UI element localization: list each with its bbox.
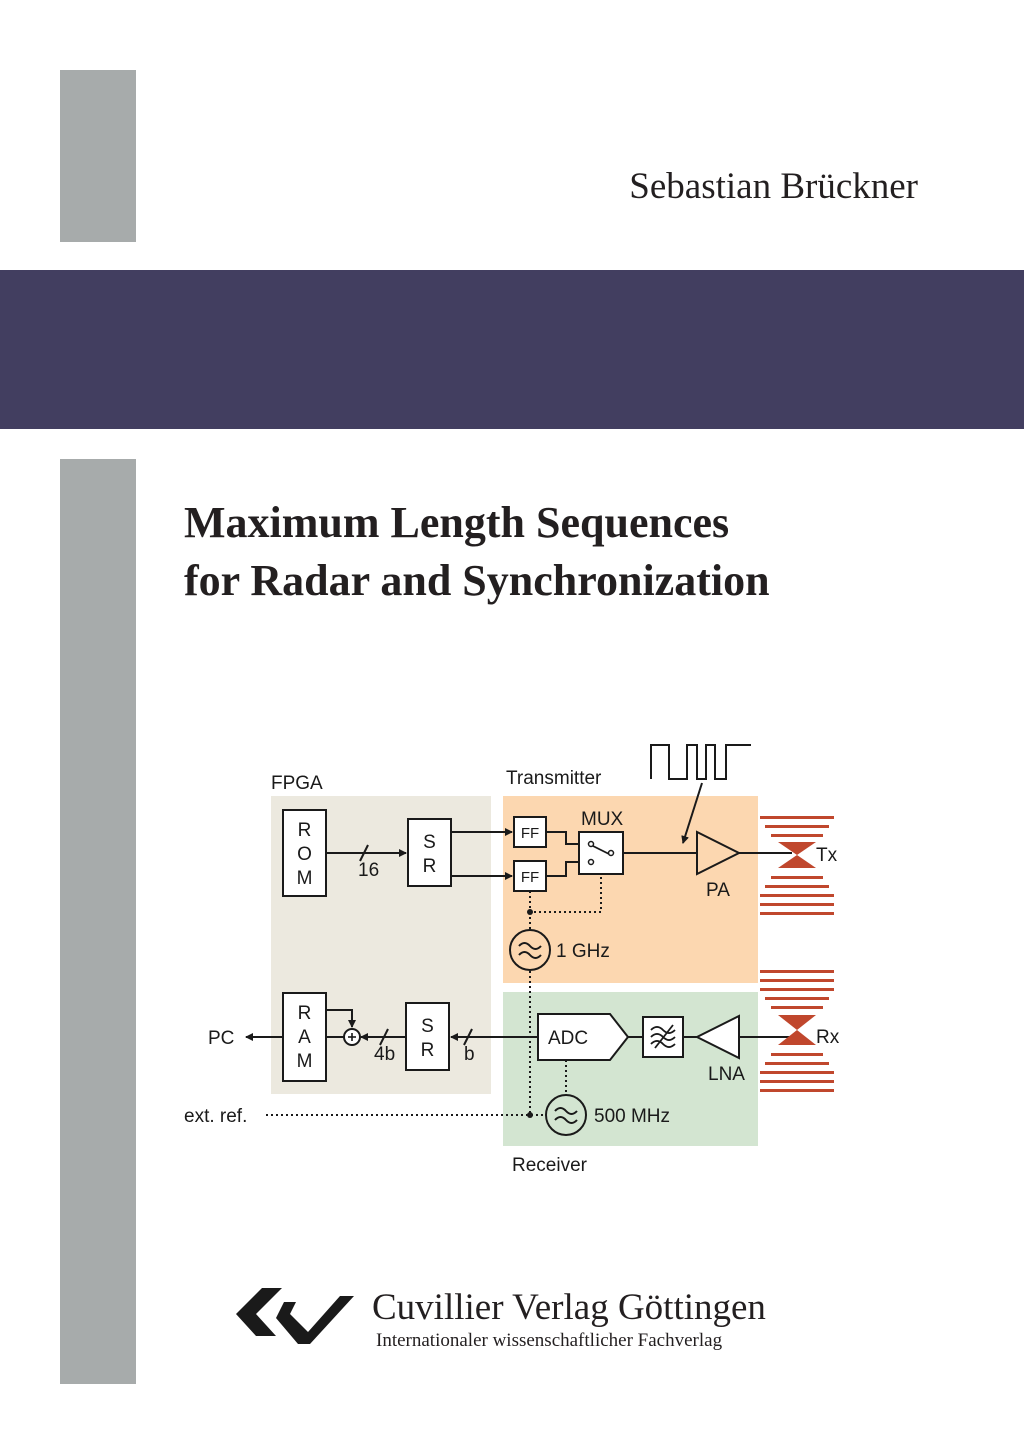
rom-block	[282, 809, 327, 897]
sr-rx-letter-s: S	[421, 1016, 434, 1037]
tx-label: Tx	[816, 845, 838, 866]
ram-block	[282, 992, 327, 1082]
waveform-arrow	[681, 782, 703, 844]
mux-block	[578, 831, 624, 875]
shift-register-tx	[407, 818, 452, 887]
ram-letter-r: R	[298, 1003, 312, 1024]
sr-tx-letter-s: S	[423, 832, 436, 853]
osc-1ghz-label: 1 GHz	[556, 941, 610, 962]
bus-width-4b: 4b	[374, 1044, 395, 1065]
oscillator-500mhz	[545, 1094, 587, 1136]
transmitter-label: Transmitter	[506, 768, 602, 789]
flip-flop-2	[513, 860, 547, 892]
publisher-name: Cuvillier Verlag Göttingen	[372, 1287, 766, 1328]
rx-antenna	[760, 970, 834, 1092]
ext-ref-label: ext. ref.	[184, 1106, 247, 1127]
ff1-label: FF	[521, 825, 539, 842]
ram-feedback-line	[326, 1009, 356, 1028]
rom-letter-r: R	[298, 820, 312, 841]
osc-500mhz-label: 500 MHz	[594, 1106, 670, 1127]
power-amplifier	[696, 830, 742, 876]
lna-label: LNA	[708, 1064, 745, 1085]
flip-flop-1	[513, 816, 547, 848]
adc-block	[537, 1013, 630, 1061]
shift-register-rx	[405, 1002, 450, 1071]
pa-label: PA	[706, 880, 730, 901]
author-name: Sebastian Brückner	[629, 166, 918, 207]
sr-tx-letter-r: R	[423, 856, 437, 877]
ff1-to-mux	[546, 831, 581, 845]
ff2-label: FF	[521, 869, 539, 886]
decorative-color-band	[0, 270, 1024, 429]
receiver-label: Receiver	[512, 1155, 588, 1176]
rom-letter-m: M	[297, 868, 313, 889]
ff2-to-mux	[546, 861, 581, 877]
bus-width-b: b	[464, 1044, 475, 1065]
tx-antenna	[760, 816, 834, 915]
ram-letter-m: M	[297, 1051, 313, 1072]
rx-label: Rx	[816, 1027, 840, 1048]
ram-letter-a: A	[298, 1027, 311, 1048]
rom-letter-o: O	[297, 844, 312, 865]
bus-slash-16	[359, 844, 369, 862]
title-line-2: for Radar and Synchronization	[184, 556, 770, 605]
title-line-1: Maximum Length Sequences	[184, 498, 730, 547]
decorative-gray-bar-side	[60, 459, 136, 1384]
sr-rx-letter-r: R	[421, 1040, 435, 1061]
book-title: Maximum Length Sequences for Radar and S…	[184, 494, 770, 610]
publisher-logo	[236, 1288, 354, 1344]
pc-label: PC	[208, 1028, 234, 1049]
bus-width-16: 16	[358, 860, 379, 881]
pulse-sequence-waveform	[650, 744, 751, 780]
fpga-label: FPGA	[271, 773, 323, 794]
oscillator-1ghz	[509, 929, 551, 971]
publisher-tagline: Internationaler wissenschaftlicher Fachv…	[376, 1330, 723, 1351]
mux-label: MUX	[581, 809, 624, 830]
clock-distribution-tx	[529, 874, 602, 913]
adc-label: ADC	[548, 1028, 588, 1049]
decorative-gray-bar-top	[60, 70, 136, 242]
